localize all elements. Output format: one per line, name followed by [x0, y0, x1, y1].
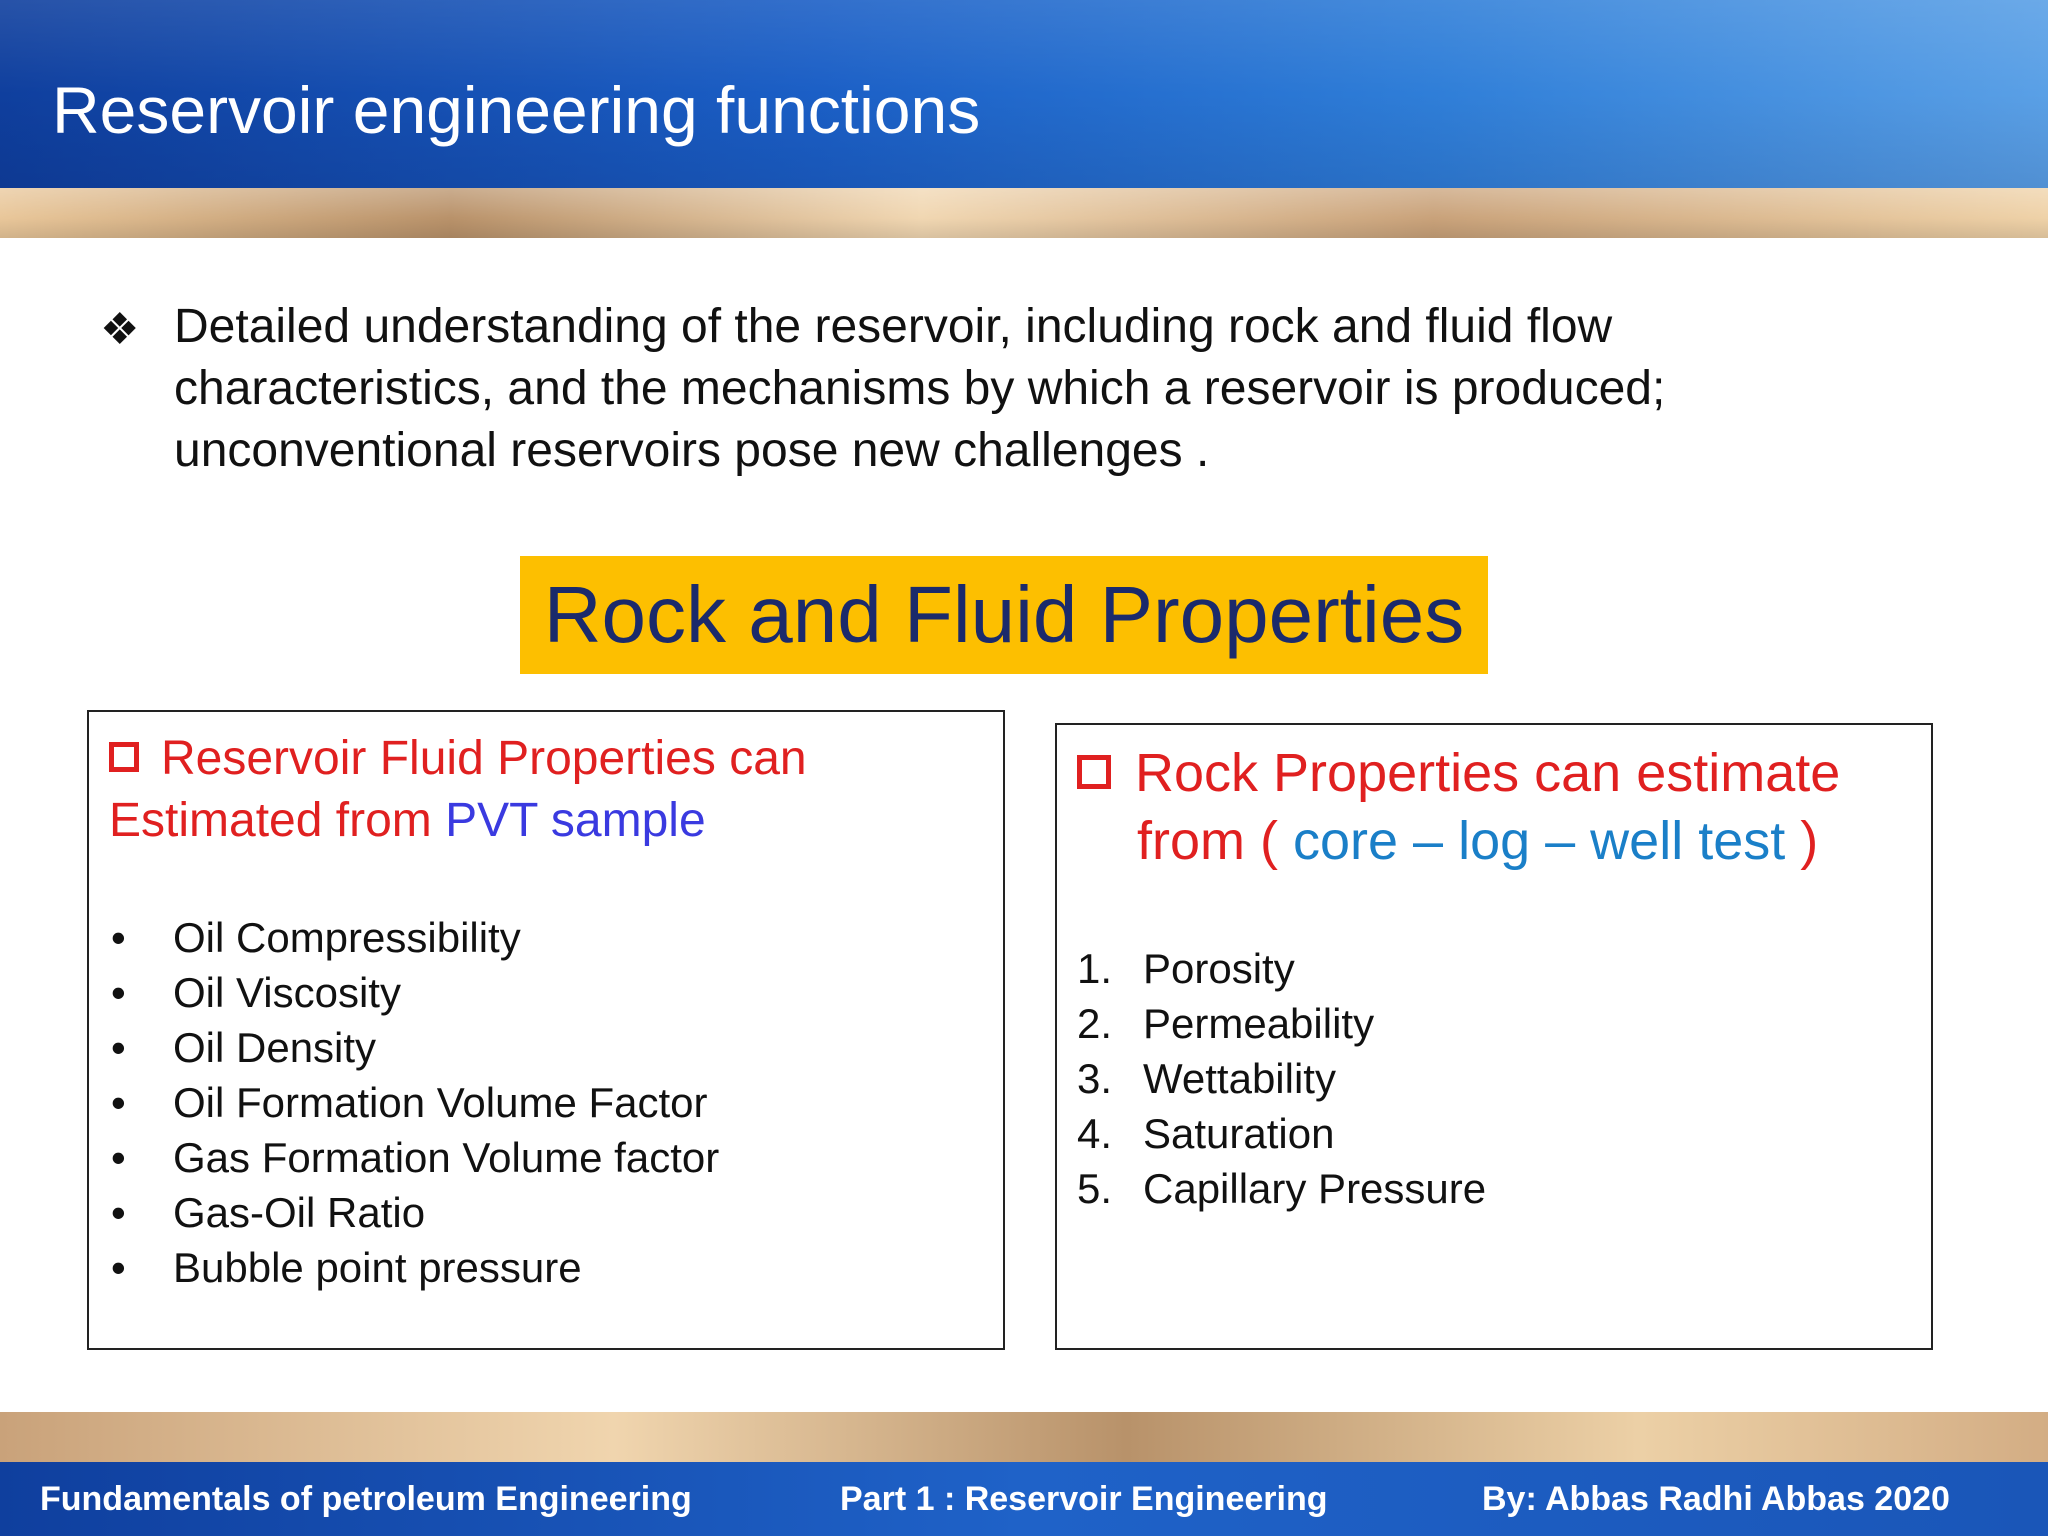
intro-bullet: ❖ Detailed understanding of the reservoi… [100, 296, 1800, 482]
list-number: 1. [1077, 945, 1113, 992]
pvt-sample-text: PVT sample [445, 794, 706, 847]
rock-heading-line1: Rock Properties can estimate [1135, 743, 1841, 803]
fluid-heading-text: Reservoir Fluid Properties can Estimated… [109, 732, 807, 847]
list-item-label: Oil Compressibility [173, 914, 521, 961]
list-item-label: Gas Formation Volume factor [173, 1134, 720, 1181]
section-label-box: Rock and Fluid Properties [520, 556, 1488, 674]
list-number: 2. [1077, 1000, 1113, 1047]
list-item: • Gas Formation Volume factor [109, 1130, 719, 1185]
checkbox-bullet-icon [109, 742, 139, 772]
list-item-label: Oil Formation Volume Factor [173, 1079, 708, 1126]
list-item: 4. Saturation [1077, 1106, 1486, 1161]
section-label: Rock and Fluid Properties [543, 570, 1465, 659]
bullet-dot-icon: • [111, 1134, 126, 1181]
list-item: 2. Permeability [1077, 996, 1486, 1051]
list-number: 5. [1077, 1165, 1113, 1212]
fluid-box-heading: Reservoir Fluid Properties can Estimated… [109, 728, 969, 852]
checkbox-bullet-icon [1077, 755, 1111, 789]
core-log-welltest-text: core – log – well test [1293, 811, 1786, 871]
rock-box-heading: Rock Properties can estimate from ( core… [1077, 739, 1917, 875]
list-item: • Gas-Oil Ratio [109, 1185, 719, 1240]
list-item-label: Porosity [1143, 945, 1295, 992]
list-item: • Oil Formation Volume Factor [109, 1075, 719, 1130]
rock-properties-box: Rock Properties can estimate from ( core… [1055, 723, 1933, 1350]
intro-bullet-text: Detailed understanding of the reservoir,… [174, 300, 1666, 477]
rock-heading-from: from ( [1137, 811, 1293, 871]
list-item: 3. Wettability [1077, 1051, 1486, 1106]
slide-title: Reservoir engineering functions [52, 73, 981, 147]
list-item: 1. Porosity [1077, 941, 1486, 996]
list-item-label: Capillary Pressure [1143, 1165, 1487, 1212]
footer-decorative-stripe [0, 1412, 2048, 1462]
bullet-dot-icon: • [111, 1024, 126, 1071]
bullet-dot-icon: • [111, 1189, 126, 1236]
list-item-label: Bubble point pressure [173, 1244, 582, 1291]
list-item-label: Gas-Oil Ratio [173, 1189, 426, 1236]
rock-properties-list: 1.Porosity 2.Permeability 3.Wettability … [1077, 941, 1486, 1216]
list-item: • Oil Density [109, 1020, 719, 1075]
list-number: 4. [1077, 1110, 1113, 1157]
slide-header [0, 0, 2048, 188]
list-item: • Oil Viscosity [109, 965, 719, 1020]
slide-footer: Fundamentals of petroleum Engineering Pa… [0, 1462, 2048, 1536]
bullet-dot-icon: • [111, 969, 126, 1016]
list-item-label: Oil Density [173, 1024, 377, 1071]
list-item: 5. Capillary Pressure [1077, 1161, 1486, 1216]
list-item-label: Wettability [1143, 1055, 1336, 1102]
header-decorative-stripe [0, 188, 2048, 238]
list-item-label: Permeability [1143, 1000, 1375, 1047]
footer-author: By: Abbas Radhi Abbas 2020 [1482, 1480, 1950, 1518]
fluid-properties-box: Reservoir Fluid Properties can Estimated… [87, 710, 1005, 1350]
diamond-bullet-icon: ❖ [100, 305, 140, 354]
list-item: • Bubble point pressure [109, 1240, 719, 1295]
list-item-label: Saturation [1143, 1110, 1335, 1157]
bullet-dot-icon: • [111, 1244, 126, 1291]
list-number: 3. [1077, 1055, 1113, 1102]
footer-course-title: Fundamentals of petroleum Engineering [40, 1480, 692, 1518]
list-item: • Oil Compressibility [109, 910, 719, 965]
list-item-label: Oil Viscosity [173, 969, 401, 1016]
fluid-properties-list: • Oil Compressibility • Oil Viscosity • Oi… [109, 910, 719, 1295]
rock-heading-close: ) [1785, 811, 1819, 871]
bullet-dot-icon: • [111, 914, 126, 961]
footer-part-label: Part 1 : Reservoir Engineering [840, 1480, 1328, 1518]
bullet-dot-icon: • [111, 1079, 126, 1126]
